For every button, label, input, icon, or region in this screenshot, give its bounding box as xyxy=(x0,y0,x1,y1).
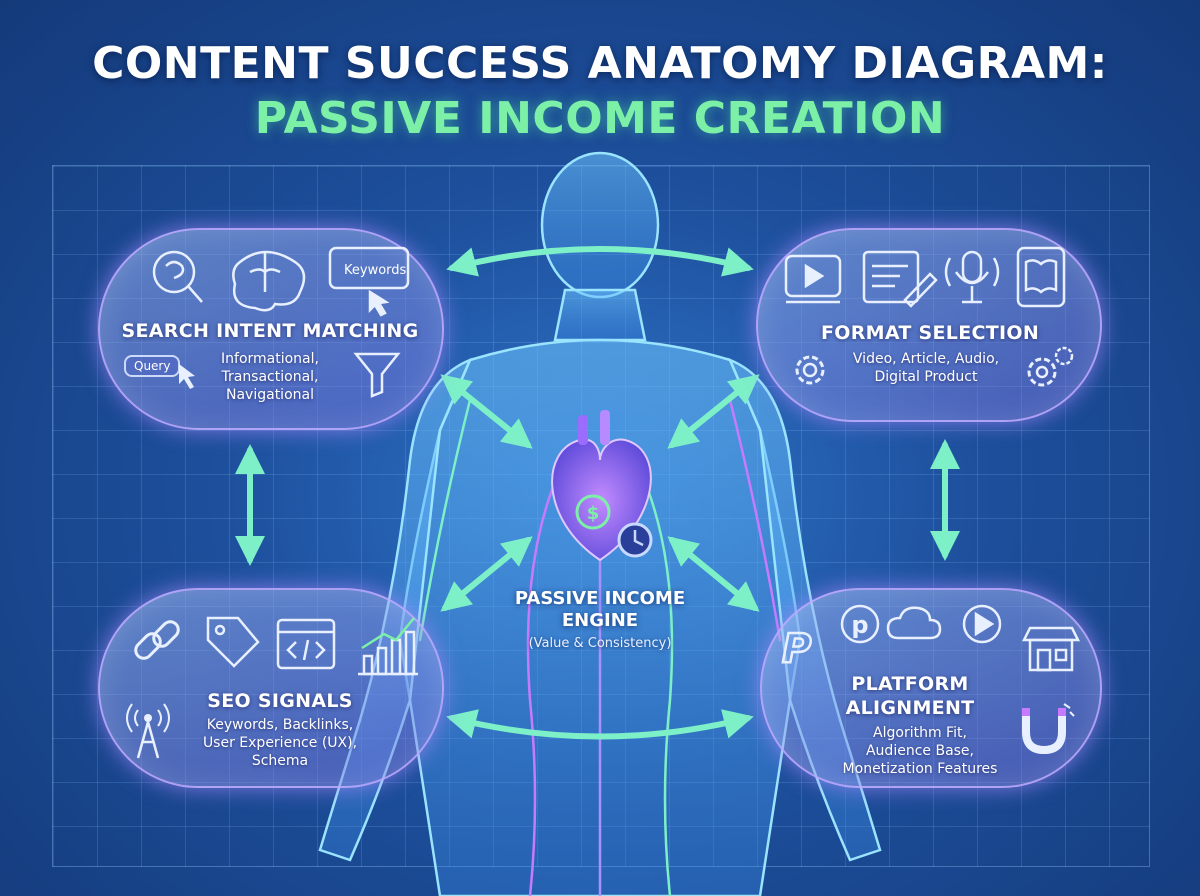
query-chip: Query xyxy=(124,355,181,377)
engine-title-line-1: PASSIVE INCOME xyxy=(514,588,686,609)
keywords-search-icon xyxy=(328,246,410,317)
format-selection-title: FORMAT SELECTION xyxy=(820,322,1040,344)
format-selection-description: Video, Article, Audio, Digital Product xyxy=(826,350,1026,386)
platform-desc-line-3: Monetization Features xyxy=(842,761,998,777)
title-line-1: CONTENT SUCCESS ANATOMY DIAGRAM: xyxy=(92,38,1108,89)
storefront-icon xyxy=(1021,626,1081,672)
cloud-icon xyxy=(886,606,942,640)
format-icons xyxy=(784,246,1066,308)
search-intent-desc-line-3: Navigational xyxy=(226,387,314,403)
magnet-icon xyxy=(1022,703,1075,755)
platform-alignment-description: Algorithm Fit, Audience Base, Monetizati… xyxy=(820,724,1020,778)
platform-title-line-2: ALIGNMENT xyxy=(845,697,975,719)
pinterest-icon: p xyxy=(840,604,880,644)
diagram-title: CONTENT SUCCESS ANATOMY DIAGRAM: PASSIVE… xyxy=(0,38,1200,144)
passive-income-engine-subtitle: (Value & Consistency) xyxy=(528,636,672,651)
platform-desc-line-2: Audience Base, xyxy=(865,743,974,759)
article-pencil-icon xyxy=(862,250,938,308)
platform-icons: P p xyxy=(781,604,1081,674)
engine-title-line-2: ENGINE xyxy=(561,610,639,631)
seo-desc-line-1: Keywords, Backlinks, xyxy=(206,717,354,733)
svg-text:$: $ xyxy=(587,503,600,524)
query-cursor-icon xyxy=(179,364,195,389)
link-icon xyxy=(134,620,180,660)
play-circle-icon xyxy=(962,604,1002,644)
node-seo-signals xyxy=(98,588,444,788)
dollar-coin-icon: $ xyxy=(575,494,611,530)
svg-text:p: p xyxy=(851,611,868,639)
brain-magnifier-icon xyxy=(152,250,203,303)
body-veins xyxy=(418,398,782,896)
passive-income-engine-title: PASSIVE INCOME ENGINE xyxy=(480,588,720,632)
keywords-chip: Keywords xyxy=(344,263,407,278)
signal-tower-icon xyxy=(126,703,170,759)
brain-icon xyxy=(232,250,306,312)
search-intent-icons xyxy=(152,246,410,317)
gears-icon xyxy=(1027,346,1074,387)
seo-signals-description: Keywords, Backlinks, User Experience (UX… xyxy=(180,716,380,770)
node-platform-alignment xyxy=(760,588,1102,788)
platform-title-line-1: PLATFORM xyxy=(851,673,969,695)
format-desc-line-2: Digital Product xyxy=(874,369,978,385)
format-desc-line-1: Video, Article, Audio, xyxy=(852,351,1000,367)
ebook-tablet-icon xyxy=(1016,246,1066,308)
seo-signals-title: SEO SIGNALS xyxy=(207,690,353,712)
svg-text:P: P xyxy=(782,626,811,672)
search-intent-desc-line-1: Informational, xyxy=(221,351,319,367)
paypal-icon: P xyxy=(781,625,813,674)
connection-arrows xyxy=(235,246,960,740)
seo-desc-line-3: Schema xyxy=(251,753,309,769)
funnel-icon xyxy=(353,352,401,398)
seo-desc-line-2: User Experience (UX), xyxy=(202,735,358,751)
platform-alignment-title: PLATFORM ALIGNMENT xyxy=(820,672,1000,720)
tag-icon xyxy=(206,616,260,668)
platform-desc-line-1: Algorithm Fit, xyxy=(873,725,967,741)
search-intent-desc-line-2: Transactional, xyxy=(221,369,319,385)
microphone-icon xyxy=(944,250,1000,304)
seo-icons xyxy=(134,616,418,676)
growth-chart-icon xyxy=(358,617,418,676)
gear-icon xyxy=(795,355,825,385)
code-window-icon xyxy=(276,618,336,670)
search-intent-description: Informational, Transactional, Navigation… xyxy=(200,350,340,404)
node-format-selection xyxy=(756,228,1102,422)
search-intent-title: SEARCH INTENT MATCHING xyxy=(121,320,419,342)
clock-icon xyxy=(617,522,653,558)
title-line-2: PASSIVE INCOME CREATION xyxy=(254,93,946,144)
video-play-icon xyxy=(784,254,842,304)
